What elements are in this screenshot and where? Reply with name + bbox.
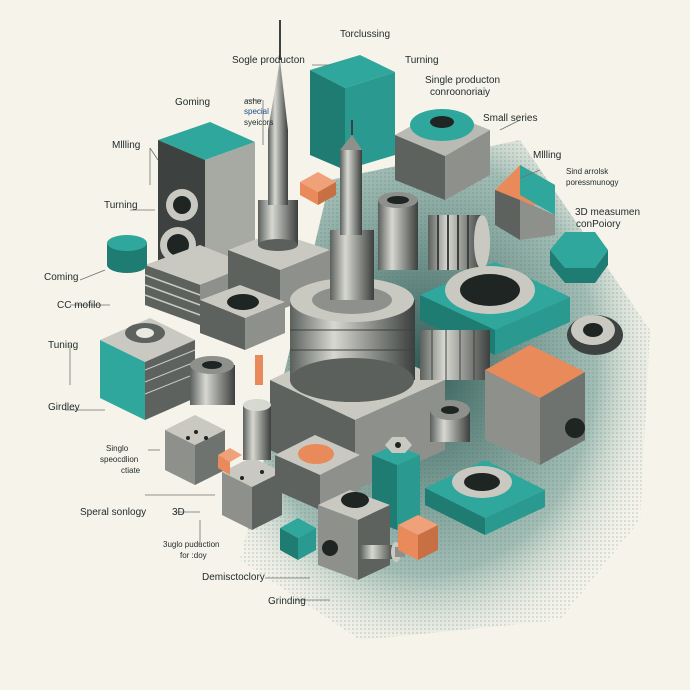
label-single-spec-b: speocdlion [100, 455, 139, 464]
bottom-hole-block [318, 490, 390, 580]
orange-cube-bottom [398, 515, 438, 560]
label-coming-left2: Coming [44, 272, 79, 283]
label-single-spec-c: ctiate [121, 466, 141, 475]
ring-block-top-right [395, 109, 490, 200]
label-three-d: 3D [172, 507, 185, 518]
label-special-c: syeicors [244, 118, 274, 127]
label-grinding: Grinding [268, 596, 306, 607]
ribbed-cylinder [428, 215, 490, 270]
ring-right [567, 315, 623, 355]
label-conventionally: conroonoriaiy [430, 87, 491, 98]
label-single-prod-bottom-a: 3uglo puduction [163, 540, 220, 549]
post-cylinder [243, 399, 271, 460]
label-special-a: ashe [244, 97, 262, 106]
label-single-production-right: Single producton [425, 75, 501, 86]
teal-cylinder-left [107, 235, 147, 273]
dice-block-bottom [222, 457, 282, 530]
label-measurement-b: conPoiory [576, 219, 621, 230]
label-milling-left: Mllling [112, 140, 141, 151]
tall-teal-block [310, 55, 395, 170]
orange-hole-block [275, 435, 360, 510]
ribbed-roller [420, 330, 490, 380]
teal-hex-column [372, 437, 420, 530]
label-measurement-a: 3D measumen [575, 207, 641, 218]
teal-small-cube-bottom [280, 518, 316, 560]
label-small-series: Small series [483, 113, 538, 124]
label-girdley: Girdley [48, 402, 80, 413]
dice-block-left [165, 415, 225, 485]
orange-teal-cube [495, 165, 555, 240]
bottom-shaft [360, 542, 405, 562]
hollow-cylinder [378, 192, 418, 270]
orange-cube-left [218, 448, 242, 475]
label-sind-b: poressmunogy [566, 178, 619, 187]
orange-top-block [485, 345, 585, 465]
label-top-center: Torclussing [340, 29, 391, 40]
label-milling-right: Mllling [533, 150, 562, 161]
orange-small-cube [300, 172, 336, 205]
pin-cylinder [190, 355, 263, 405]
left-teal-block [100, 318, 196, 420]
label-special-sonology: Speral sonlogy [80, 507, 147, 518]
label-turning-left: Turning [104, 200, 138, 211]
hex-nut-right [550, 232, 608, 283]
label-special-b: special [244, 107, 269, 116]
label-cnc-milling: CC mofilo [57, 300, 101, 311]
small-ring [430, 400, 470, 442]
label-demonstratory: Demisctoclory [202, 572, 265, 583]
label-single-prod-bottom-b: for :doy [180, 551, 207, 560]
label-sind-a: Sind arrolsk [566, 167, 609, 176]
left-mid-block [200, 285, 285, 350]
label-single-production-top: Sogle producton [232, 55, 305, 66]
label-turning-top: Turning [405, 55, 439, 66]
teal-plate-bottom-right [425, 460, 545, 535]
label-single-spec-a: Singlo [106, 444, 129, 453]
label-coming-left: Goming [175, 97, 211, 108]
label-turning-left2: Tuning [48, 340, 79, 351]
leader-lines [65, 64, 541, 601]
